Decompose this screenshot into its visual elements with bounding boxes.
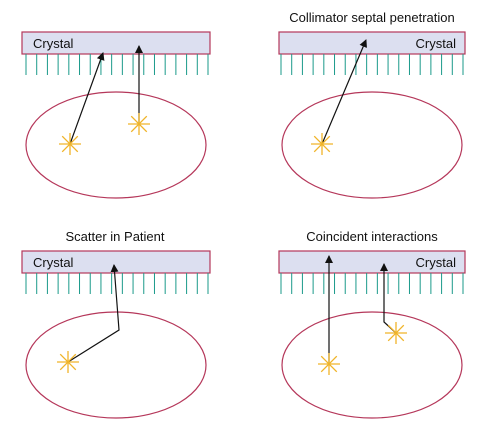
patient-body bbox=[25, 91, 207, 199]
collimator-septa bbox=[25, 54, 209, 75]
panel-title: Collimator septal penetration bbox=[289, 10, 454, 25]
crystal-bar bbox=[21, 250, 211, 274]
source-star-icon bbox=[128, 113, 150, 135]
crystal-label: Crystal bbox=[33, 36, 74, 51]
crystal-label: Crystal bbox=[416, 255, 457, 270]
star-ray bbox=[320, 355, 338, 373]
scattered-photon-path bbox=[67, 264, 120, 363]
star-ray bbox=[313, 135, 331, 153]
panel-title: Coincident interactions bbox=[306, 229, 438, 244]
crystal-bar bbox=[278, 31, 466, 55]
crystal-label: Crystal bbox=[416, 36, 457, 51]
photon-path bbox=[69, 52, 105, 145]
star-ray bbox=[61, 135, 79, 153]
source-star-icon bbox=[385, 322, 407, 344]
source-star-icon bbox=[311, 133, 333, 155]
star-ray bbox=[59, 353, 77, 371]
patient-body bbox=[281, 311, 463, 419]
source-star-icon bbox=[318, 353, 340, 375]
collimator-septa bbox=[25, 273, 209, 294]
crystal-bar bbox=[21, 31, 211, 55]
photon-path bbox=[380, 263, 397, 334]
star-ray bbox=[130, 115, 148, 133]
panel-title: Scatter in Patient bbox=[66, 229, 165, 244]
source-star-icon bbox=[57, 351, 79, 373]
panel-4: Coincident interactions Crystal bbox=[278, 229, 466, 419]
panel-2: Collimator septal penetration Crystal bbox=[278, 10, 466, 199]
photon-path bbox=[321, 39, 367, 145]
crystal-label: Crystal bbox=[33, 255, 74, 270]
collimator-septa bbox=[280, 273, 464, 294]
collimator-septa bbox=[280, 54, 464, 75]
source-star-icon bbox=[59, 133, 81, 155]
patient-body bbox=[25, 311, 207, 419]
panel-3: Scatter in Patient Crystal bbox=[21, 229, 211, 419]
patient-body bbox=[281, 91, 463, 199]
star-ray bbox=[387, 324, 405, 342]
panel-1: Crystal bbox=[21, 31, 211, 199]
